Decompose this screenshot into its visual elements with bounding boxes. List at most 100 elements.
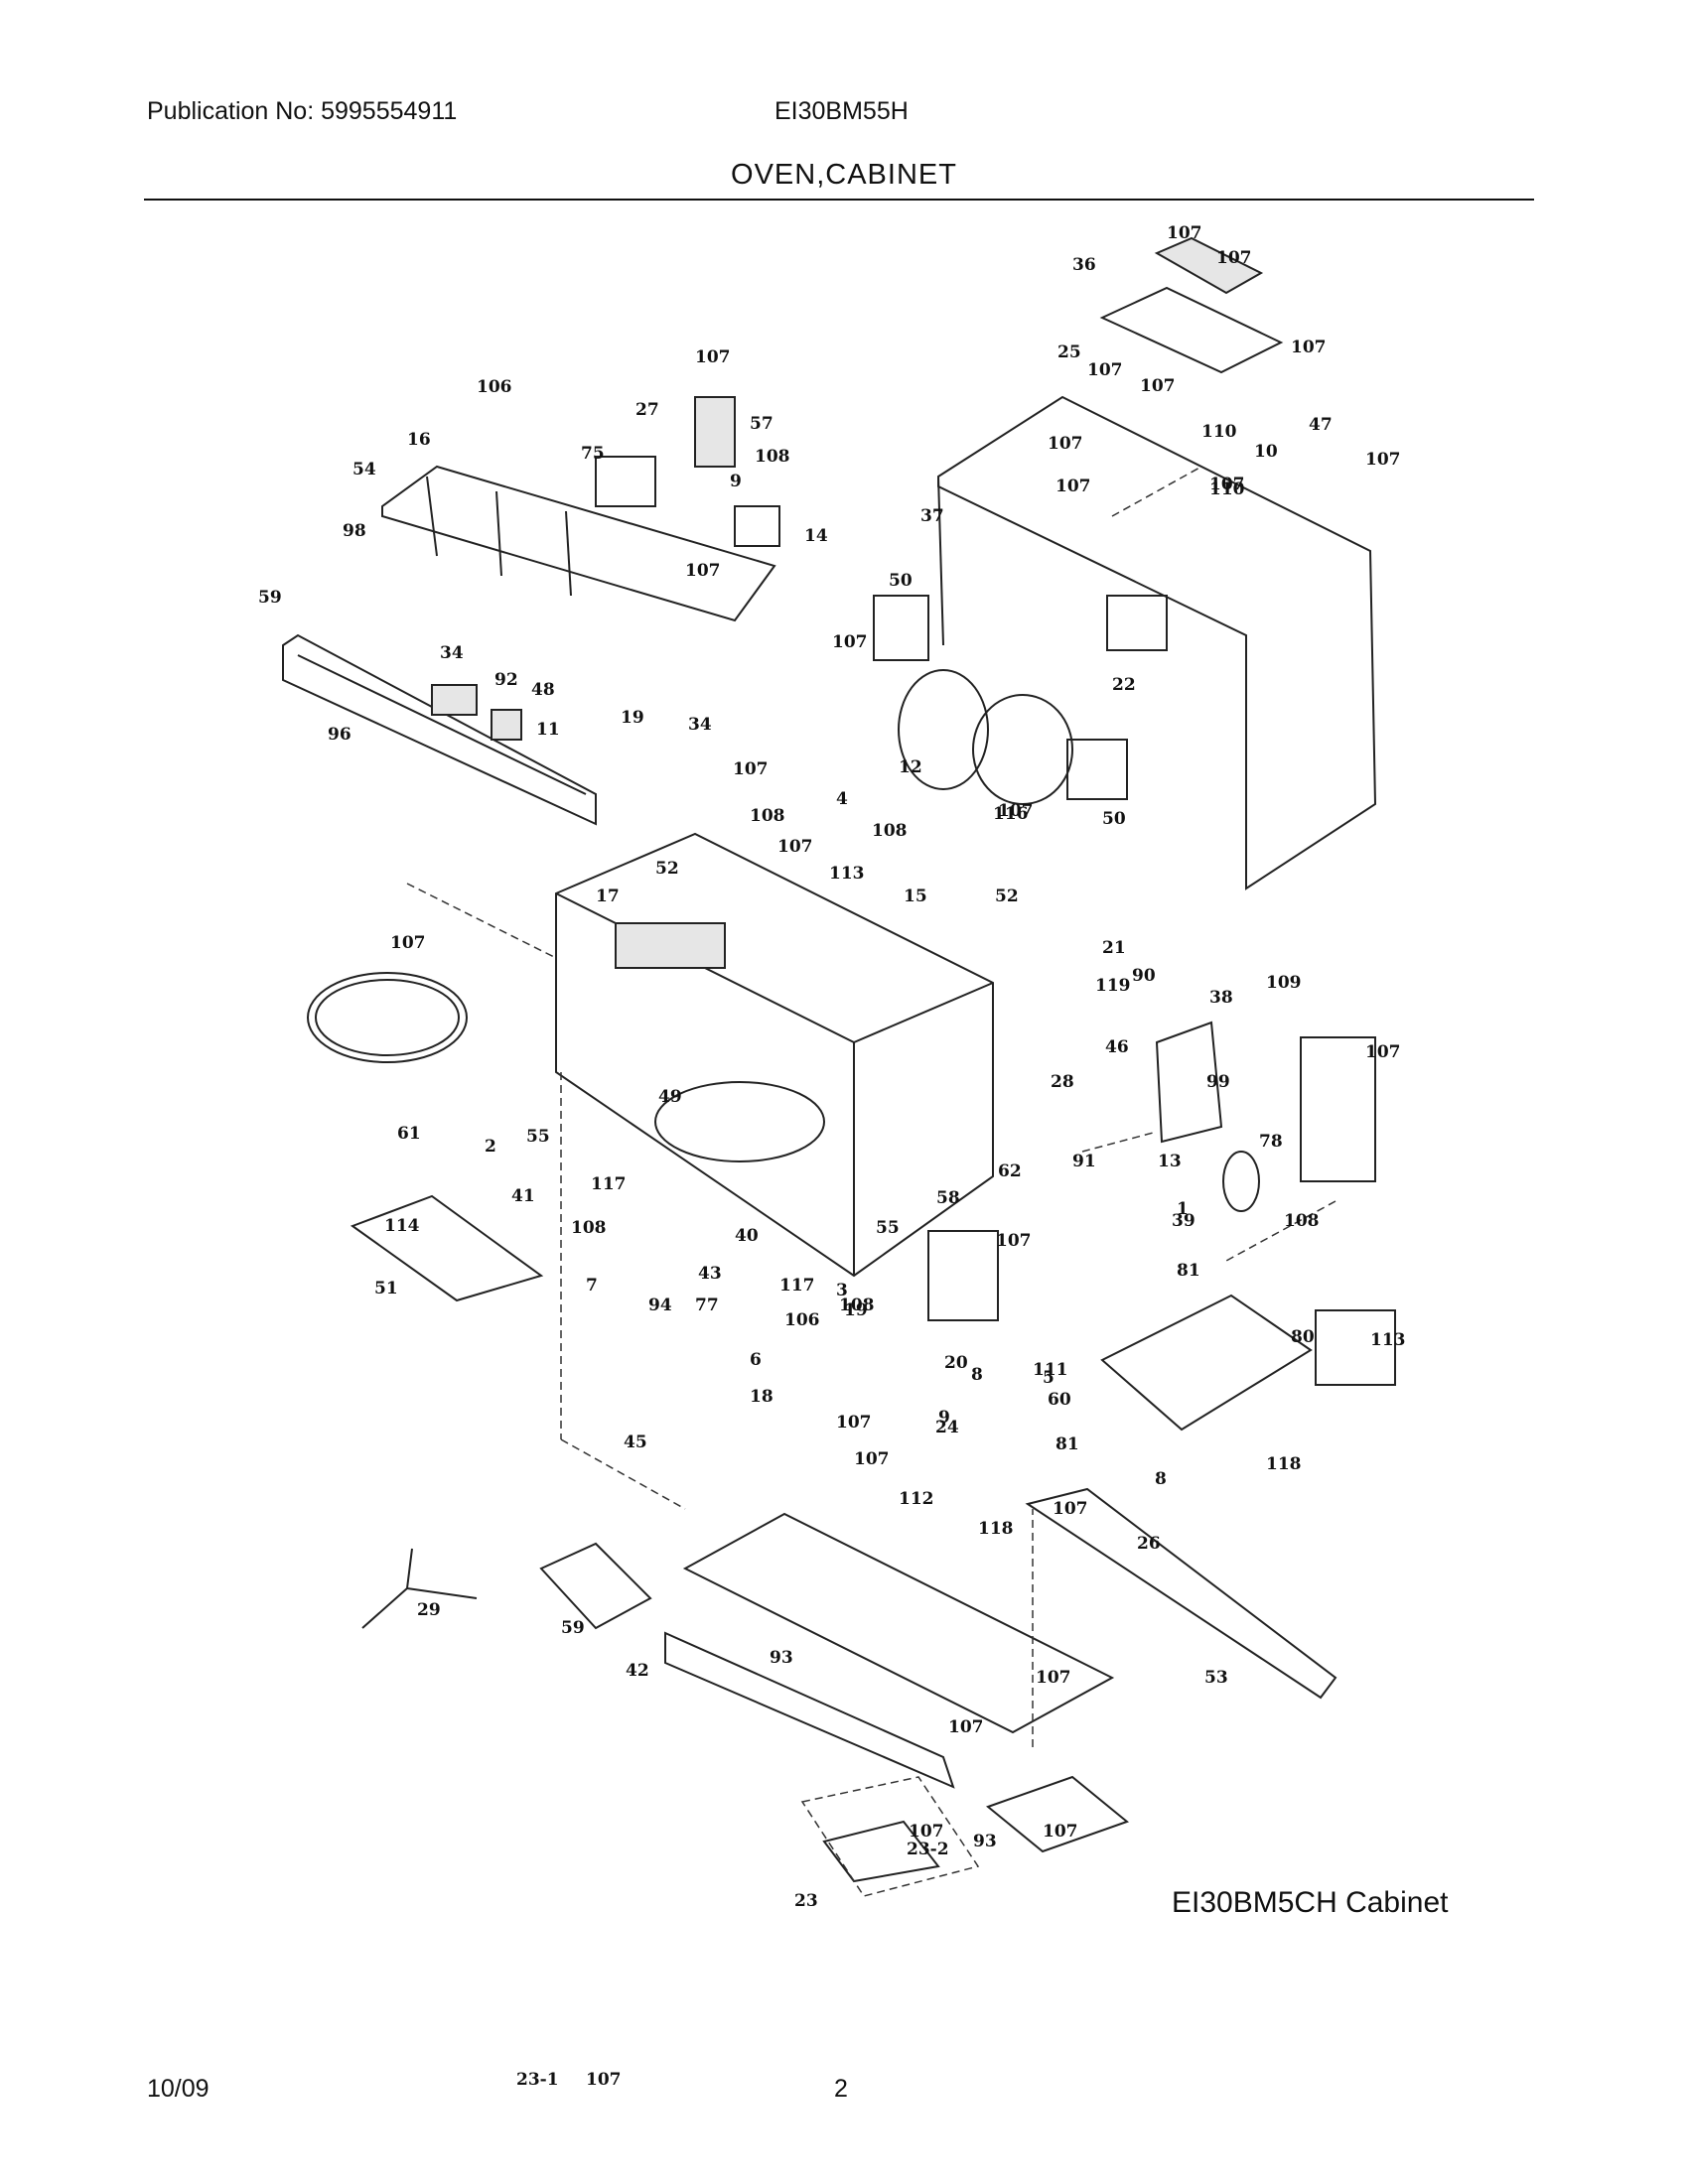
callout-label: 50: [1102, 809, 1126, 829]
callout-label: 7: [586, 1276, 598, 1296]
callout-label: 22: [1112, 675, 1136, 695]
callout-label: 53: [1204, 1668, 1228, 1688]
callout-label: 107: [1291, 338, 1327, 357]
callout-label: 107: [1365, 450, 1401, 470]
callout-label: 45: [624, 1433, 647, 1452]
callout-label: 107: [777, 837, 813, 857]
callout-label: 108: [750, 806, 785, 826]
callout-label: 107: [586, 2070, 622, 2090]
callout-label: 47: [1309, 415, 1333, 435]
callout-label: 107: [1087, 360, 1123, 380]
outer-cabinet-part: [937, 236, 1377, 890]
callout-label: 21: [1102, 938, 1126, 958]
callout-label: 113: [1370, 1330, 1406, 1350]
callout-label: 91: [1072, 1152, 1096, 1171]
publication-number: Publication No: 5995554911: [147, 97, 458, 125]
callout-label: 51: [374, 1279, 398, 1298]
callout-label: 107: [1048, 434, 1083, 454]
callout-label: 107: [390, 933, 426, 953]
callout-label: 107: [948, 1717, 984, 1737]
callout-label: 9: [938, 1408, 950, 1428]
callout-label: 110: [1209, 479, 1245, 499]
callout-label: 108: [839, 1296, 875, 1315]
callout-label: 29: [417, 1600, 441, 1620]
callout-label: 81: [1055, 1434, 1079, 1454]
callout-label: 113: [829, 864, 865, 884]
callout-label: 19: [621, 708, 644, 728]
callout-label: 108: [755, 447, 790, 467]
callout-label: 114: [384, 1216, 420, 1236]
callout-label: 60: [1048, 1390, 1071, 1410]
callout-label: 43: [698, 1264, 722, 1284]
callout-label: 107: [909, 1822, 944, 1842]
callout-label: 50: [889, 571, 913, 591]
base-plate-part: [350, 1194, 1337, 1897]
callout-label: 15: [904, 887, 927, 906]
callout-label: 57: [750, 414, 774, 434]
footer-page-number: 2: [834, 2075, 848, 2103]
callout-label: 12: [899, 757, 922, 777]
callout-label: 107: [1043, 1822, 1078, 1842]
callout-label: 19: [844, 1300, 868, 1320]
callout-label: 28: [1051, 1072, 1074, 1092]
callout-label: 10: [1254, 442, 1278, 462]
callout-label: 118: [1266, 1454, 1302, 1474]
callout-label: 34: [688, 715, 712, 735]
callout-label: 34: [440, 643, 464, 663]
callout-label: 99: [1206, 1072, 1230, 1092]
callout-label: 48: [531, 680, 555, 700]
callout-label: 14: [804, 526, 828, 546]
callout-label: 23-2: [907, 1840, 949, 1859]
callout-label: 23: [794, 1891, 818, 1911]
callout-label: 18: [750, 1387, 774, 1407]
callout-label: 107: [1216, 248, 1252, 268]
callout-label: 93: [770, 1648, 793, 1668]
callout-label: 39: [1172, 1211, 1196, 1231]
callout-label: 6: [750, 1350, 762, 1370]
callout-label: 38: [1209, 988, 1233, 1008]
callout-label: 107: [998, 801, 1034, 821]
callout-label: 40: [735, 1226, 759, 1246]
callout-label: 55: [876, 1218, 900, 1238]
callout-label: 3: [836, 1281, 848, 1300]
callout-label: 75: [581, 444, 605, 464]
callout-label: 26: [1137, 1534, 1161, 1554]
callout-label: 8: [1155, 1469, 1167, 1489]
callout-label: 37: [920, 506, 944, 526]
callout-label: 58: [936, 1188, 960, 1208]
callout-label: 36: [1072, 255, 1096, 275]
callout-label: 107: [832, 632, 868, 652]
callout-label: 107: [1055, 477, 1091, 496]
callout-label: 20: [944, 1353, 968, 1373]
model-number: EI30BM55H: [774, 97, 909, 125]
callout-label: 1: [1177, 1199, 1189, 1219]
callout-label: 52: [655, 859, 679, 879]
callout-label: 107: [695, 347, 731, 367]
callout-label: 5: [1043, 1368, 1055, 1388]
callout-label: 107: [1036, 1668, 1071, 1688]
callout-label: 112: [899, 1489, 934, 1509]
callout-label: 98: [343, 521, 366, 541]
callout-label: 62: [998, 1161, 1022, 1181]
callout-label: 116: [993, 804, 1029, 824]
callout-label: 52: [995, 887, 1019, 906]
callout-label: 41: [511, 1186, 535, 1206]
callout-label: 119: [1095, 976, 1131, 996]
callout-label: 13: [1158, 1152, 1182, 1171]
callout-label: 109: [1266, 973, 1302, 993]
callout-label: 54: [352, 460, 376, 479]
callout-label: 27: [635, 400, 659, 420]
callout-label: 59: [561, 1618, 585, 1638]
callout-label: 107: [1167, 223, 1202, 243]
callout-label: 94: [648, 1296, 672, 1315]
callout-label: 107: [1209, 475, 1245, 494]
callout-label: 108: [571, 1218, 607, 1238]
callout-label: 107: [1140, 376, 1176, 396]
callout-label: 107: [733, 759, 769, 779]
blower-fan-part: [873, 595, 1128, 805]
callout-label: 24: [935, 1418, 959, 1437]
callout-label: 107: [996, 1231, 1032, 1251]
